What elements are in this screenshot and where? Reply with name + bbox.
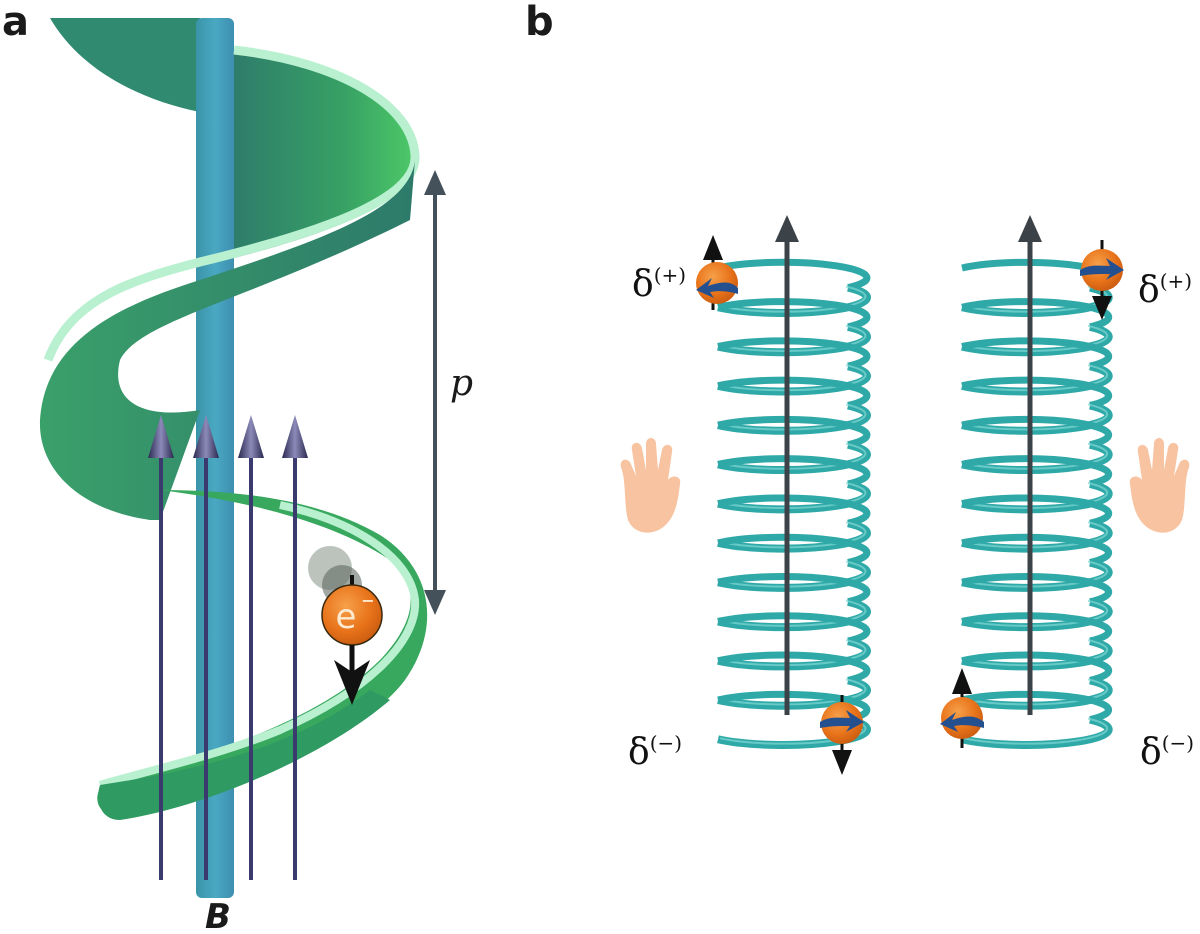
helix-edge-upper	[43, 45, 420, 362]
axis-arrow-left	[775, 215, 799, 715]
coil-turn-back	[961, 494, 1113, 527]
field-line	[193, 415, 219, 880]
coil-turn-back	[961, 415, 1113, 449]
pitch-label: p	[450, 363, 473, 404]
delta-symbol: δ	[1140, 732, 1162, 773]
coil-turn-back	[717, 690, 871, 724]
coil-turn-back	[961, 298, 1113, 331]
electron-symbol: e	[336, 597, 357, 637]
coil-turn-back	[717, 572, 871, 606]
coil-turn-back	[961, 651, 1113, 684]
coil-turn-back	[717, 455, 871, 488]
helix-coil-right	[961, 258, 1113, 749]
label-delta-minus-right: δ(−)	[1140, 731, 1194, 773]
left-hand-icon	[620, 438, 681, 533]
coil-turn-back	[717, 337, 871, 370]
helix-coil-left	[717, 258, 871, 749]
coil-turn-back	[961, 572, 1113, 606]
label-delta-plus-right: δ(+)	[1138, 269, 1192, 311]
delta-symbol: δ	[1138, 270, 1160, 311]
panel-label-a: a	[2, 0, 29, 45]
coil-turn-back	[717, 376, 871, 409]
axis-arrow-right	[1018, 215, 1042, 715]
helix-ribbon-top	[50, 18, 200, 112]
coil-turn-back	[717, 258, 871, 292]
svg-text:δ(+): δ(+)	[1138, 269, 1192, 311]
electron: e −	[308, 546, 383, 705]
field-line	[238, 415, 264, 880]
coil-turn-back	[717, 415, 871, 449]
coil-turn-back	[717, 494, 871, 527]
helix-ribbon-middle	[39, 160, 415, 520]
field-line	[282, 415, 308, 880]
delta-sup: (−)	[1162, 731, 1194, 755]
coil-turn-back	[961, 533, 1113, 566]
svg-text:δ(−): δ(−)	[1140, 731, 1194, 773]
field-line	[148, 415, 174, 880]
electron-top-right	[1080, 240, 1124, 320]
helix-ribbon-tail	[98, 690, 391, 820]
electron-bottom-right	[940, 668, 984, 748]
right-hand-icon	[1129, 438, 1190, 533]
coil-turn-back	[961, 612, 1113, 645]
coil-turn-back	[717, 612, 871, 645]
rotation-arrow-icon	[1080, 258, 1124, 280]
delta-sup: (+)	[1160, 269, 1192, 293]
svg-text:δ(−): δ(−)	[628, 731, 682, 773]
delta-symbol: δ	[628, 732, 650, 773]
rotation-arrow-icon	[940, 712, 984, 732]
field-label: B	[205, 897, 231, 934]
label-delta-plus-left: δ(+)	[632, 263, 686, 305]
label-delta-minus-left: δ(−)	[628, 731, 682, 773]
delta-symbol: δ	[632, 264, 654, 305]
coil-turn-back	[717, 533, 871, 566]
delta-sup: (+)	[654, 263, 686, 287]
electron-top-left	[696, 235, 738, 310]
magnetic-field-lines	[148, 415, 308, 880]
panel-b-diagram: δ(+) δ(+) δ(−) δ(−)	[620, 215, 1194, 775]
coil-turn-back	[961, 376, 1113, 409]
coil-turn-back	[961, 337, 1113, 370]
svg-text:δ(+): δ(+)	[632, 263, 686, 305]
spin-down-arrow	[334, 645, 370, 705]
electron-charge: −	[361, 591, 374, 610]
panel-label-b: b	[525, 0, 554, 45]
coil-turn-back	[717, 298, 871, 331]
pitch-arrow	[424, 170, 446, 615]
coil-turn-back	[961, 455, 1113, 488]
electron-bottom-left	[820, 695, 864, 775]
delta-sup: (−)	[650, 731, 682, 755]
coil-turn-back	[717, 651, 871, 684]
helix-edge-lower	[98, 501, 420, 789]
coil-highlight	[963, 717, 1109, 745]
rotation-arrow-icon	[696, 278, 738, 298]
coil-turn-back	[961, 690, 1113, 724]
panel-a-diagram: p B e	[39, 18, 473, 934]
rotation-arrow-icon	[820, 710, 864, 732]
